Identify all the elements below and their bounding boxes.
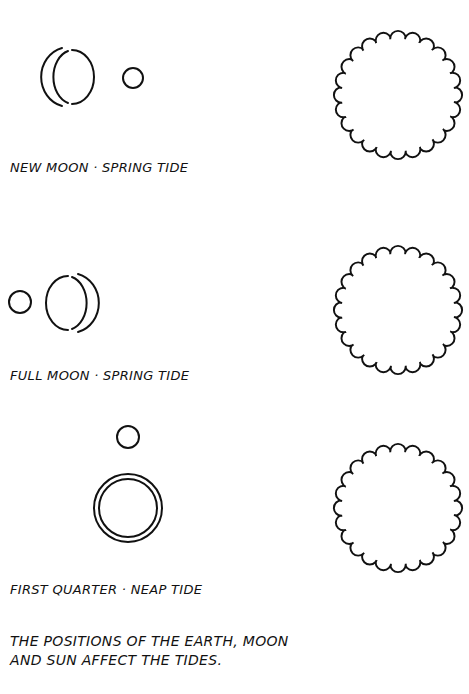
sun [334, 31, 462, 159]
earth [46, 274, 99, 332]
moon [117, 426, 139, 448]
moon [9, 291, 31, 313]
earth [94, 474, 162, 542]
earth [41, 48, 94, 106]
caption: THE POSITIONS OF THE EARTH, MOON AND SUN… [10, 632, 320, 670]
tide-label: FULL MOON · SPRING TIDE [10, 368, 189, 383]
tide-label: NEW MOON · SPRING TIDE [10, 160, 188, 175]
sun [334, 246, 462, 374]
tide-label: FIRST QUARTER · NEAP TIDE [10, 582, 202, 597]
sun [334, 444, 462, 572]
moon [123, 68, 143, 88]
